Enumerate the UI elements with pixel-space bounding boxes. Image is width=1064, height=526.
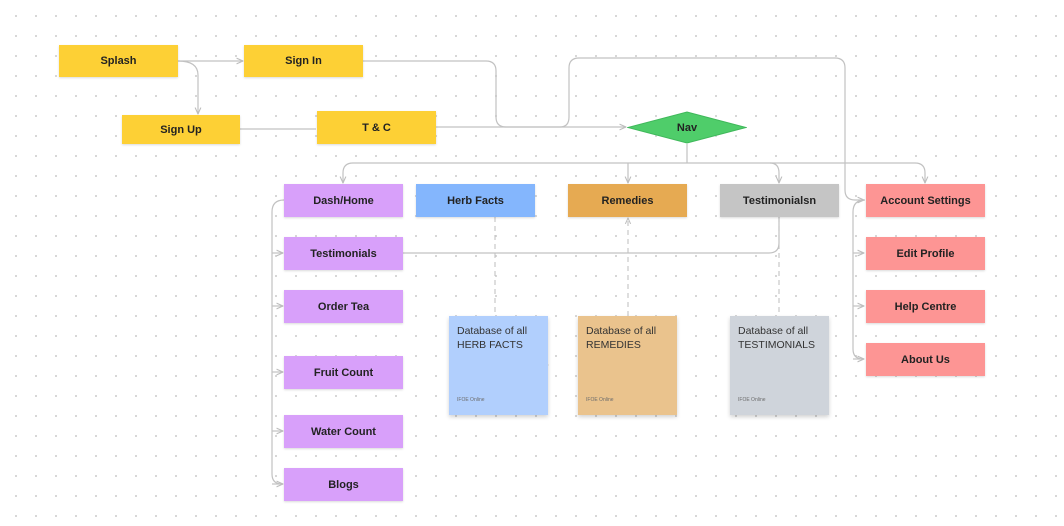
- herb-facts-node[interactable]: Herb Facts: [416, 184, 535, 217]
- tc-node[interactable]: T & C: [317, 111, 436, 144]
- nav-diamond-shape: [627, 111, 747, 144]
- testimonials-db-note[interactable]: Database of all TESTIMONIALS IFOE Online: [730, 316, 829, 415]
- water-count-node[interactable]: Water Count: [284, 415, 403, 448]
- connector-bus-account: [914, 162, 925, 183]
- sign-up-node[interactable]: Sign Up: [122, 115, 240, 144]
- connector-bus-testimonialsn: [769, 162, 779, 183]
- testimonialsn-node[interactable]: Testimonialsn: [720, 184, 839, 217]
- help-centre-node[interactable]: Help Centre: [866, 290, 985, 323]
- fruit-count-node[interactable]: Fruit Count: [284, 356, 403, 389]
- herb-facts-db-note[interactable]: Database of all HERB FACTS IFOE Online: [449, 316, 548, 415]
- herb-facts-db-footer: IFOE Online: [457, 396, 485, 403]
- testimonials-node[interactable]: Testimonials: [284, 237, 403, 270]
- connector-dash-spine: [271, 199, 285, 485]
- splash-node[interactable]: Splash: [59, 45, 178, 77]
- connector-splash-signup: [177, 60, 198, 114]
- sign-in-node[interactable]: Sign In: [244, 45, 363, 77]
- remedies-node[interactable]: Remedies: [568, 184, 687, 217]
- nav-node[interactable]: Nav: [676, 121, 698, 134]
- connector-nav-account: [559, 57, 864, 200]
- connector-bus-dash: [343, 162, 354, 183]
- about-us-node[interactable]: About Us: [866, 343, 985, 376]
- herb-facts-db-text: Database of all HERB FACTS: [457, 325, 528, 351]
- dash-home-node[interactable]: Dash/Home: [284, 184, 403, 217]
- order-tea-node[interactable]: Order Tea: [284, 290, 403, 323]
- connector-signin-nav: [363, 60, 560, 128]
- account-settings-node[interactable]: Account Settings: [866, 184, 985, 217]
- remedies-db-text: Database of all REMEDIES: [586, 325, 657, 351]
- connector-account-spine: [852, 199, 866, 360]
- connector-testimonialsn-testimonials: [403, 217, 780, 254]
- edit-profile-node[interactable]: Edit Profile: [866, 237, 985, 270]
- blogs-node[interactable]: Blogs: [284, 468, 403, 501]
- testimonials-db-footer: IFOE Online: [738, 396, 766, 403]
- testimonials-db-text: Database of all TESTIMONIALS: [738, 325, 816, 351]
- remedies-db-note[interactable]: Database of all REMEDIES IFOE Online: [578, 316, 677, 415]
- remedies-db-footer: IFOE Online: [586, 396, 614, 403]
